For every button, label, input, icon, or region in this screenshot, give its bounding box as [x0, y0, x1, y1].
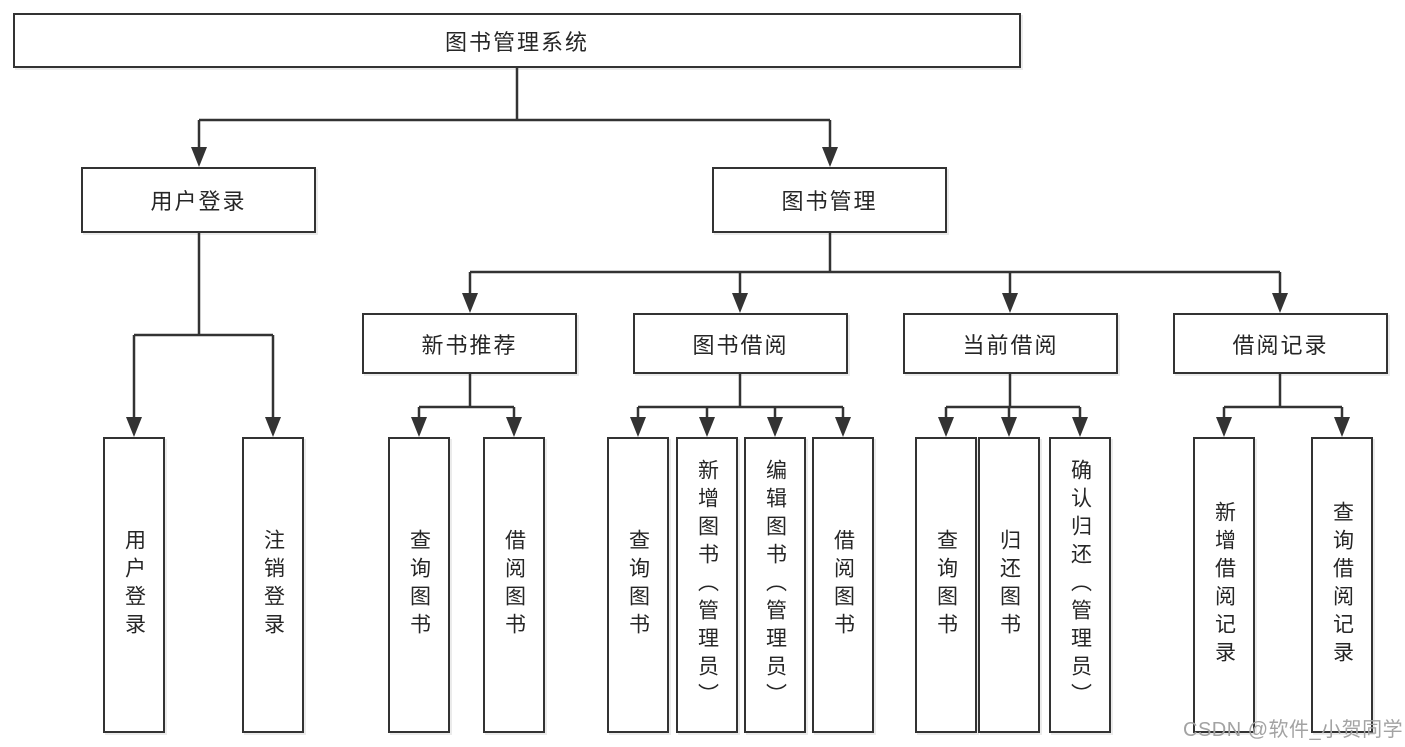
node-borrow-records-label: 借阅记录 — [1232, 332, 1329, 358]
node-user-login-label: 用户登录 — [150, 189, 247, 214]
node-book-management: 图书管理 — [712, 167, 947, 233]
leaf-borrowing-borrow-books-label: 借阅图书 — [831, 529, 855, 641]
leaf-edit-books-admin: 编辑图书（管理员） — [744, 437, 806, 733]
node-root: 图书管理系统 — [13, 13, 1021, 68]
leaf-add-borrow-record: 新增借阅记录 — [1193, 437, 1255, 733]
leaf-recommend-borrow-books-label: 借阅图书 — [502, 529, 526, 641]
leaf-confirm-return-admin: 确认归还（管理员） — [1049, 437, 1111, 733]
leaf-current-query-books-label: 查询图书 — [934, 529, 958, 641]
node-borrow-records: 借阅记录 — [1173, 313, 1388, 374]
leaf-borrowing-query-books-label: 查询图书 — [626, 529, 650, 641]
leaf-logout-label: 注销登录 — [261, 529, 285, 641]
leaf-add-books-admin: 新增图书（管理员） — [676, 437, 738, 733]
leaf-return-books-label: 归还图书 — [997, 529, 1021, 641]
leaf-current-query-books: 查询图书 — [915, 437, 977, 733]
node-new-book-recommend-label: 新书推荐 — [421, 332, 518, 358]
watermark: CSDN @软件_小贺同学 — [1183, 719, 1404, 741]
leaf-return-books: 归还图书 — [978, 437, 1040, 733]
arrowheads — [126, 147, 1350, 437]
node-book-management-label: 图书管理 — [781, 189, 878, 214]
leaf-add-borrow-record-label: 新增借阅记录 — [1212, 501, 1236, 669]
leaf-borrowing-borrow-books: 借阅图书 — [812, 437, 874, 733]
leaf-confirm-return-admin-label: 确认归还（管理员） — [1068, 459, 1092, 711]
node-book-borrowing-label: 图书借阅 — [692, 332, 789, 358]
leaf-borrowing-query-books: 查询图书 — [607, 437, 669, 733]
leaf-edit-books-admin-label: 编辑图书（管理员） — [763, 459, 787, 711]
node-new-book-recommend: 新书推荐 — [362, 313, 577, 374]
leaf-query-borrow-record-label: 查询借阅记录 — [1330, 501, 1354, 669]
leaf-logout: 注销登录 — [242, 437, 304, 733]
leaf-recommend-query-books-label: 查询图书 — [407, 529, 431, 641]
tree-edges — [132, 68, 1344, 421]
leaf-query-borrow-record: 查询借阅记录 — [1311, 437, 1373, 733]
node-current-borrowing-label: 当前借阅 — [962, 332, 1059, 358]
node-user-login: 用户登录 — [81, 167, 316, 233]
leaf-add-books-admin-label: 新增图书（管理员） — [695, 459, 719, 711]
node-root-label: 图书管理系统 — [444, 29, 589, 55]
node-current-borrowing: 当前借阅 — [903, 313, 1118, 374]
leaf-user-login: 用户登录 — [103, 437, 165, 733]
leaf-recommend-borrow-books: 借阅图书 — [483, 437, 545, 733]
leaf-recommend-query-books: 查询图书 — [388, 437, 450, 733]
node-book-borrowing: 图书借阅 — [633, 313, 848, 374]
leaf-user-login-label: 用户登录 — [122, 529, 146, 641]
